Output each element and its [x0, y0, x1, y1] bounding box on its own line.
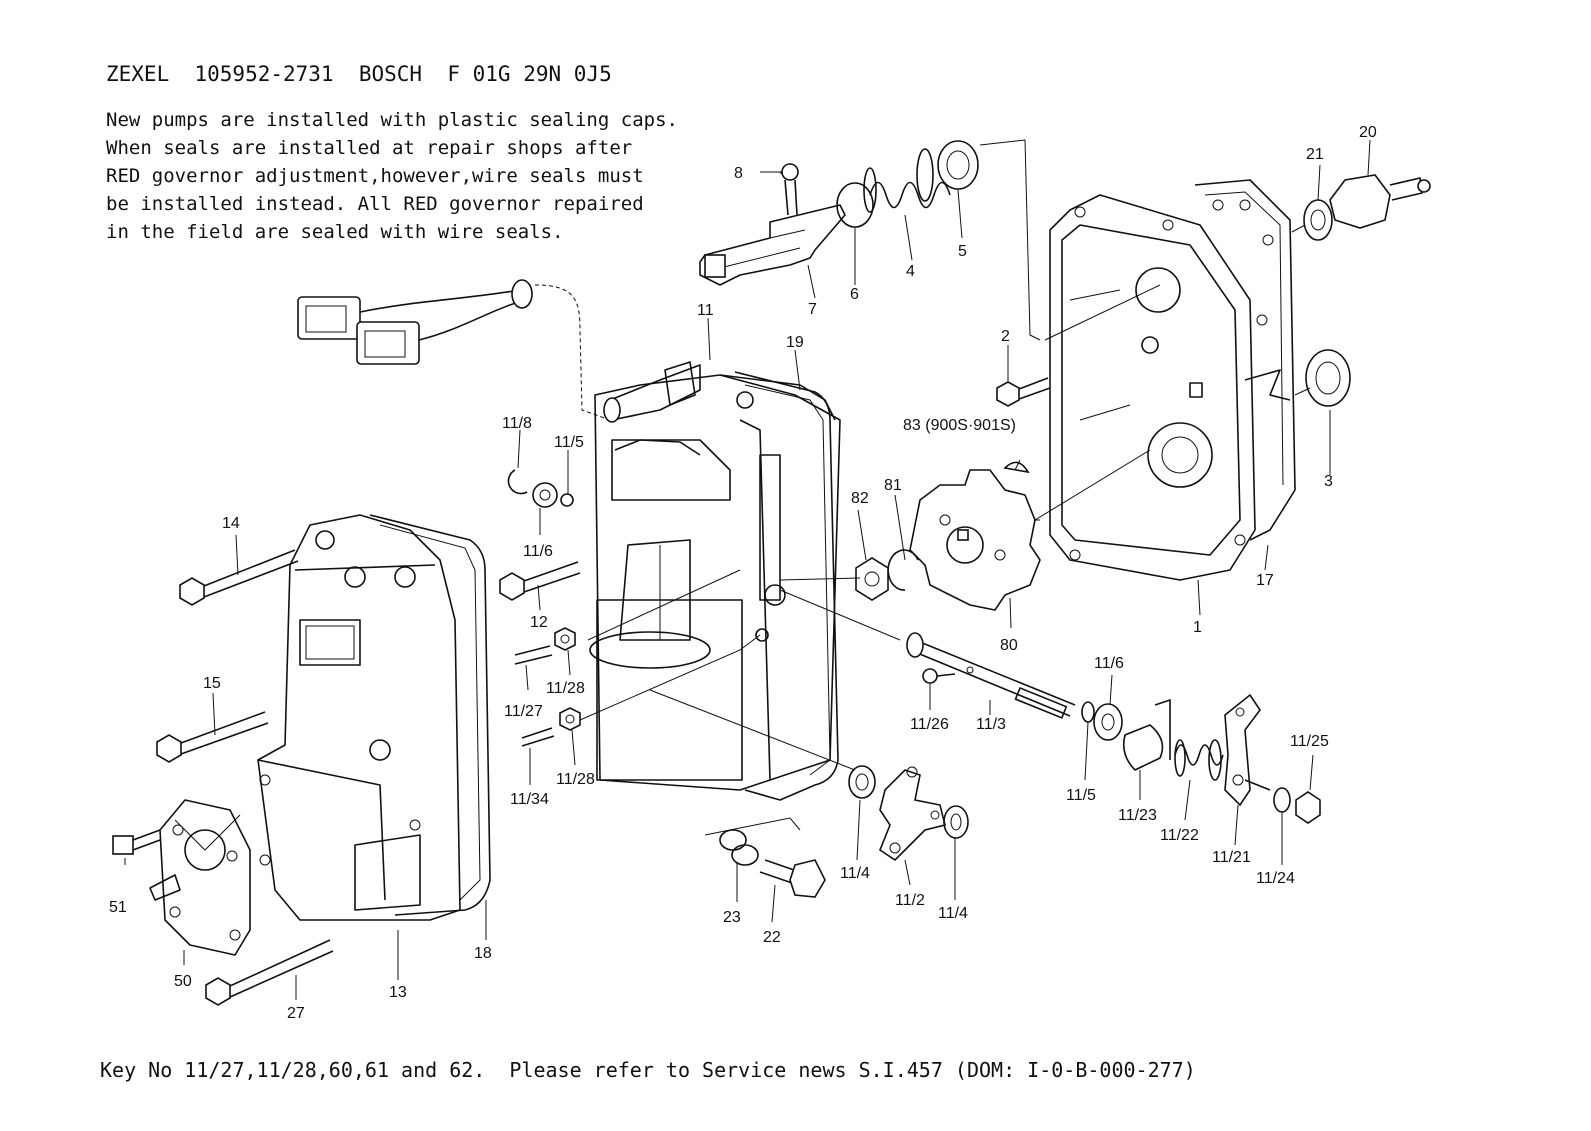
label-4: 4 — [906, 263, 915, 280]
label-83: 83 (900S·901S) — [903, 417, 1016, 434]
label-8: 8 — [734, 165, 743, 182]
part-number-header: ZEXEL 105952-2731 BOSCH F 01G 29N 0J5 — [106, 62, 612, 86]
label-11: 11 — [697, 302, 714, 319]
label-22: 22 — [763, 929, 781, 946]
label-7: 7 — [808, 301, 817, 318]
callout-labels: 1 2 3 4 5 6 7 8 11 12 13 14 15 17 18 19 … — [109, 124, 1377, 1022]
label-13: 13 — [389, 984, 407, 1001]
washers-11-4 — [848, 765, 969, 839]
label-11-26: 11/26 — [910, 716, 949, 733]
spring-4 — [863, 148, 951, 213]
label-50: 50 — [174, 973, 192, 990]
bolt-12 — [499, 561, 581, 601]
connector-harness — [297, 279, 611, 421]
label-11-3: 11/3 — [976, 716, 1006, 733]
bolt-22 — [759, 859, 826, 898]
gasket-19 — [734, 371, 839, 801]
gasket-18 — [369, 514, 491, 916]
governor-housing — [589, 361, 841, 791]
label-11-4-a: 11/4 — [840, 865, 870, 882]
label-6: 6 — [850, 286, 859, 303]
note-line-4: be installed instead. All RED governor r… — [106, 193, 644, 215]
label-11-2: 11/2 — [895, 892, 925, 909]
lever-assembly — [699, 163, 874, 286]
governor-cover — [257, 514, 461, 921]
label-11-5-b: 11/5 — [1066, 787, 1096, 804]
label-1: 1 — [1193, 619, 1202, 636]
label-11-6-a: 11/6 — [523, 543, 553, 560]
label-11-28-b: 11/28 — [556, 771, 595, 788]
pump-housing — [1049, 194, 1256, 581]
label-11-34: 11/34 — [510, 791, 549, 808]
label-82: 82 — [851, 490, 869, 507]
label-81: 81 — [884, 477, 902, 494]
seal-5 — [937, 140, 979, 190]
small-fasteners — [507, 469, 581, 747]
gasket-17 — [1194, 179, 1296, 541]
label-23: 23 — [723, 909, 741, 926]
label-20: 20 — [1359, 124, 1377, 141]
label-5: 5 — [958, 243, 967, 260]
nut-82 — [855, 557, 889, 601]
label-51: 51 — [109, 899, 127, 916]
label-3: 3 — [1324, 473, 1333, 490]
washer-81 — [887, 549, 919, 591]
label-12: 12 — [530, 614, 548, 631]
lever-11-2 — [879, 766, 946, 862]
bolt-27 — [205, 939, 334, 1006]
label-11-5-a: 11/5 — [554, 434, 584, 451]
label-17: 17 — [1256, 572, 1274, 589]
bolt-15 — [156, 711, 269, 763]
label-27: 27 — [287, 1005, 305, 1022]
label-2: 2 — [1001, 328, 1010, 345]
label-11-27: 11/27 — [504, 703, 543, 720]
service-reference-footer: Key No 11/27,11/28,60,61 and 62. Please … — [100, 1058, 1196, 1082]
note-line-2: When seals are installed at repair shops… — [106, 137, 633, 159]
label-14: 14 — [222, 515, 240, 532]
adjuster-plate — [149, 799, 251, 956]
installation-note: New pumps are installed with plastic sea… — [106, 106, 726, 246]
flyweight-gear — [909, 469, 1041, 611]
note-line-1: New pumps are installed with plastic sea… — [106, 109, 678, 131]
label-11-25: 11/25 — [1290, 733, 1329, 750]
bolt-2 — [996, 377, 1051, 407]
sensor-20 — [1329, 174, 1431, 229]
label-21: 21 — [1306, 146, 1324, 163]
label-80: 80 — [1000, 637, 1018, 654]
label-11-28-a: 11/28 — [546, 680, 585, 697]
label-19: 19 — [786, 334, 804, 351]
label-11-6-b: 11/6 — [1094, 655, 1124, 672]
label-11-23: 11/23 — [1118, 807, 1157, 824]
shaft-11-3 — [906, 632, 1076, 719]
note-line-5: in the field are sealed with wire seals. — [106, 221, 564, 243]
label-11-8: 11/8 — [502, 415, 532, 432]
label-11-22: 11/22 — [1160, 827, 1199, 844]
label-11-24: 11/24 — [1256, 870, 1295, 887]
bolt-14 — [179, 549, 299, 606]
label-11-4-b: 11/4 — [938, 905, 968, 922]
label-18: 18 — [474, 945, 492, 962]
leader-lines — [124, 139, 1371, 1000]
note-line-3: RED governor adjustment,however,wire sea… — [106, 165, 644, 187]
washers-23 — [719, 829, 759, 866]
label-15: 15 — [203, 675, 221, 692]
seal-3 — [1305, 349, 1351, 407]
washer-21 — [1303, 199, 1333, 241]
screw-51 — [112, 829, 161, 855]
shaft-parts — [1081, 693, 1321, 824]
label-11-21: 11/21 — [1212, 849, 1251, 866]
